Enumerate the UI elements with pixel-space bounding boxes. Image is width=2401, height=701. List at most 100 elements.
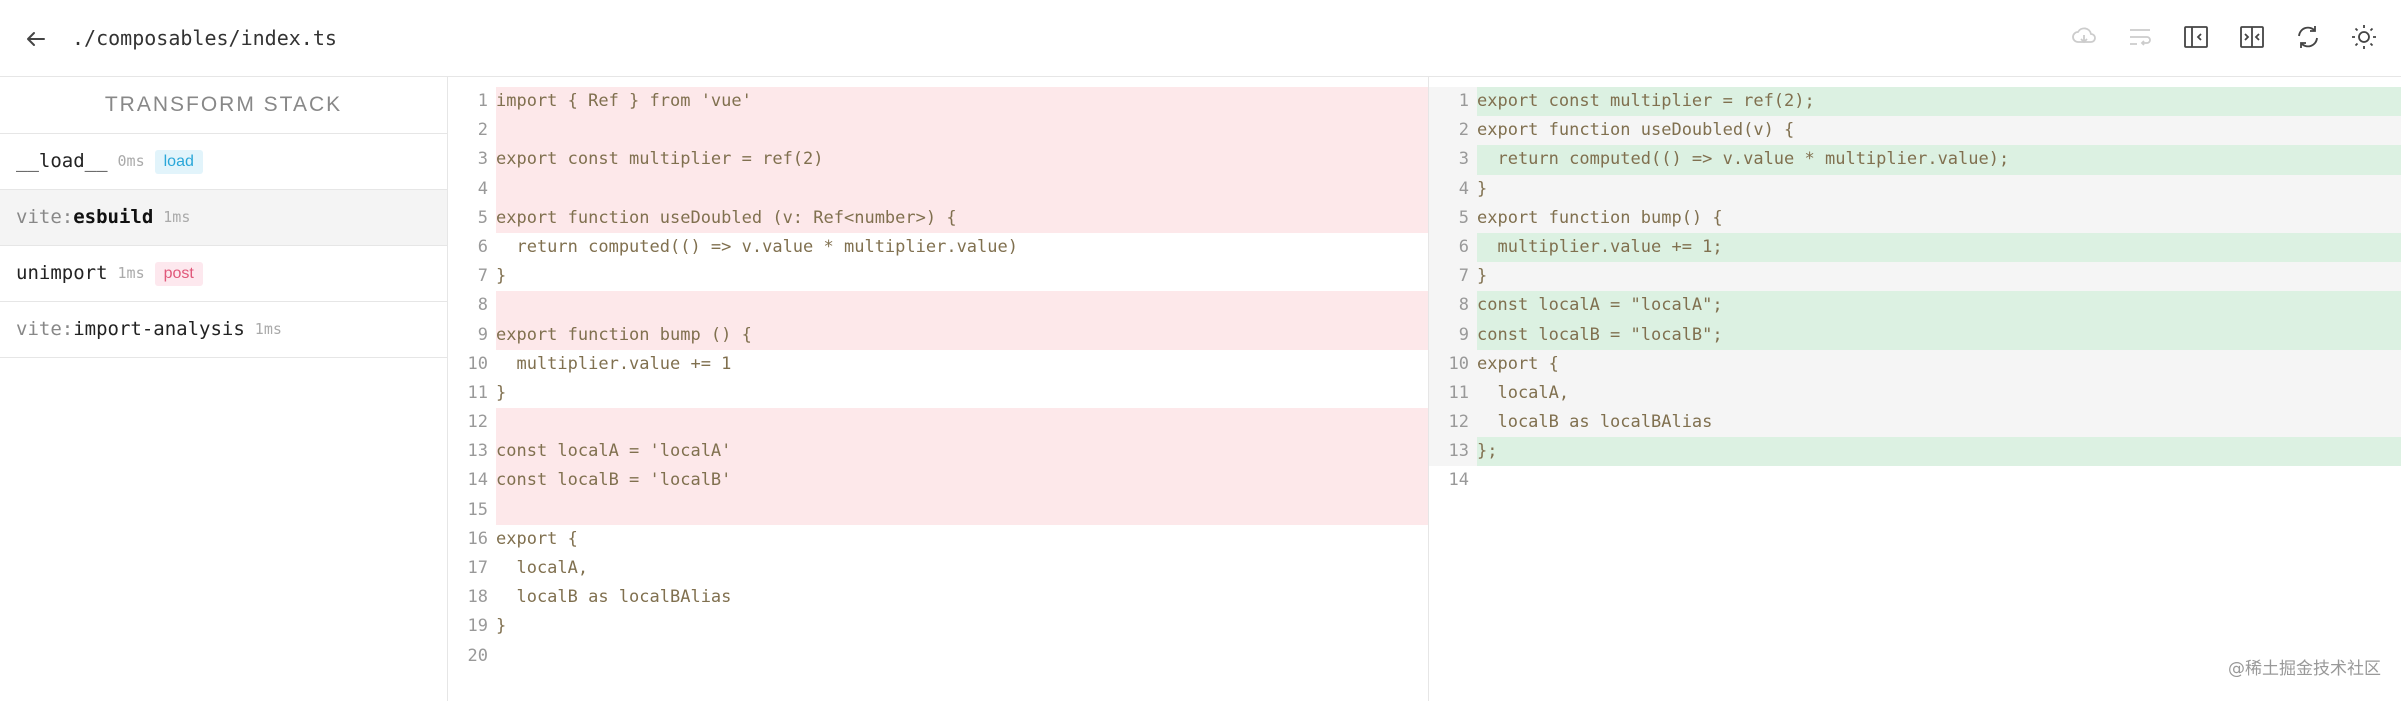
line-number: 13 [1429, 437, 1477, 467]
code-line: 14 [1429, 466, 2401, 495]
line-number: 8 [1429, 291, 1477, 321]
plugin-prefix: vite: [16, 318, 74, 340]
transform-stack-sidebar: Transform Stack __load__ 0ms load vite:e… [0, 77, 448, 701]
line-number: 13 [467, 441, 488, 462]
code-text: } [496, 266, 507, 287]
plugin-item-load[interactable]: __load__ 0ms load [0, 134, 447, 190]
theme-sun-icon[interactable] [2347, 20, 2381, 54]
code-text [496, 116, 1428, 146]
watermark: @稀土掘金技术社区 [2228, 659, 2381, 679]
code-text: export function bump() { [1477, 203, 2401, 233]
line-number: 1 [1429, 87, 1477, 117]
status-badge: load [154, 149, 203, 174]
split-view-icon[interactable] [2235, 20, 2269, 54]
line-number: 8 [477, 295, 488, 316]
line-number: 10 [467, 353, 488, 374]
code-text: localA, [496, 558, 589, 578]
line-number: 5 [477, 207, 488, 228]
code-line: 3 return computed(() => v.value * multip… [1429, 145, 2401, 175]
code-line: 6 return computed(() => v.value * multip… [448, 233, 1428, 262]
code-line: 11 localA, [1429, 378, 2401, 409]
line-number: 5 [1429, 203, 1477, 233]
code-line: 15 [448, 495, 1428, 525]
code-text: }; [1477, 437, 2401, 467]
line-number: 12 [467, 412, 488, 433]
code-line: 6 multiplier.value += 1; [1429, 232, 2401, 263]
refresh-icon[interactable] [2291, 20, 2325, 54]
code-text: localB as localBAlias [496, 587, 732, 608]
line-number: 11 [467, 382, 488, 403]
plugin-name: import-analysis [73, 318, 245, 340]
code-text: multiplier.value += 1; [1477, 232, 2401, 263]
code-text: export const multiplier = ref(2) [496, 145, 1428, 175]
line-number: 6 [477, 236, 488, 257]
plugin-item-esbuild[interactable]: vite:esbuild 1ms [0, 190, 447, 246]
code-text: export const multiplier = ref(2); [1477, 87, 2401, 117]
code-text: } [496, 382, 507, 403]
code-text: } [1477, 262, 2401, 292]
code-text: export { [496, 528, 578, 549]
panel-left-icon[interactable] [2179, 20, 2213, 54]
code-line: 4 [448, 174, 1428, 204]
plugin-time: 1ms [254, 320, 282, 338]
line-number: 2 [477, 120, 488, 141]
code-line: 13}; [1429, 437, 2401, 467]
code-line: 4} [1429, 174, 2401, 204]
line-number: 10 [1429, 349, 1477, 379]
code-line: 20 [448, 642, 1428, 671]
plugin-time: 1ms [163, 208, 191, 226]
back-arrow-icon[interactable] [20, 24, 50, 54]
line-number: 9 [477, 324, 488, 345]
code-line: 3 export const multiplier = ref(2) [448, 145, 1428, 175]
code-text: const localB = "localB"; [1477, 320, 2401, 350]
plugin-item-unimport[interactable]: unimport 1ms post [0, 246, 447, 302]
line-number: 1 [477, 91, 488, 111]
code-line: 2 [448, 116, 1428, 146]
code-text: return computed(() => v.value * multipli… [1477, 145, 2401, 175]
code-text: localA, [1477, 378, 2401, 409]
line-number: 14 [467, 470, 488, 491]
code-text: multiplier.value += 1 [496, 353, 732, 374]
cloud-icon[interactable] [2067, 20, 2101, 54]
plugin-item-import-analysis[interactable]: vite:import-analysis 1ms [0, 302, 447, 358]
line-number: 14 [1448, 470, 1469, 491]
code-text: const localA = 'localA' [496, 437, 1428, 467]
line-number: 15 [467, 499, 488, 520]
code-text [1477, 466, 2401, 495]
code-line: 13 const localA = 'localA' [448, 437, 1428, 467]
line-number: 12 [1429, 408, 1477, 438]
wrap-icon[interactable] [2123, 20, 2157, 54]
plugin-time: 1ms [117, 264, 145, 282]
code-line: 18 localB as localBAlias [448, 583, 1428, 612]
sidebar-title: Transform Stack [0, 77, 447, 134]
code-text: } [496, 616, 507, 637]
code-text: } [1477, 174, 2401, 204]
code-line: 10 multiplier.value += 1 [448, 350, 1428, 379]
code-line: 7} [448, 262, 1428, 291]
line-number: 2 [1429, 116, 1477, 146]
plugin-name: unimport [16, 262, 108, 284]
code-line: 11} [448, 379, 1428, 408]
plugin-prefix: vite: [16, 206, 74, 228]
code-text: localB as localBAlias [1477, 408, 2401, 438]
line-number: 16 [467, 528, 488, 549]
line-number: 4 [477, 178, 488, 199]
line-number: 17 [467, 558, 488, 578]
code-line: 5 export function useDoubled (v: Ref<numb… [448, 203, 1428, 233]
line-number: 3 [477, 149, 488, 170]
line-number: 7 [477, 266, 488, 287]
code-text: export function useDoubled (v: Ref<numbe… [496, 203, 1428, 233]
plugin-name: __load__ [16, 150, 108, 172]
line-number: 4 [1429, 174, 1477, 204]
